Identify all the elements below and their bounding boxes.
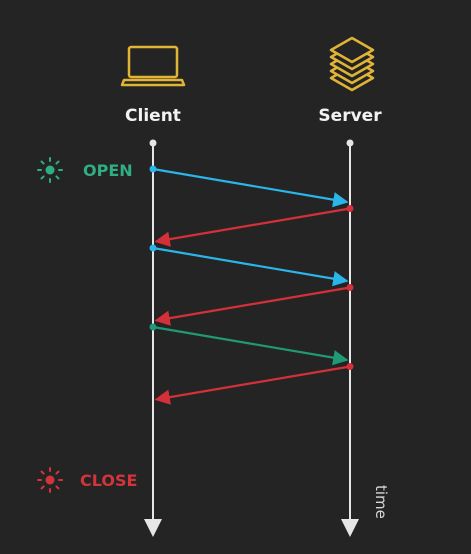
- client-lifeline: [144, 139, 162, 537]
- message-line: [152, 167, 349, 208]
- message-arrow-close_request: [149, 323, 349, 366]
- message-origin-dot: [149, 244, 157, 252]
- message-line: [152, 246, 349, 287]
- server-label: Server: [318, 106, 382, 126]
- message-origin-dot: [149, 165, 157, 173]
- message-origin-dot: [346, 284, 354, 291]
- close-event-label: CLOSE: [80, 471, 137, 490]
- message-arrow-request: [149, 165, 349, 208]
- open-event-label: OPEN: [83, 161, 133, 180]
- message-origin-dot: [149, 323, 157, 331]
- message-arrow-response: [154, 284, 354, 326]
- client-label: Client: [125, 106, 181, 126]
- message-arrow-response: [154, 205, 354, 247]
- database-stack-icon: [329, 36, 375, 92]
- laptop-icon: [120, 45, 186, 87]
- message-arrow-response: [154, 363, 354, 405]
- message-line: [154, 286, 351, 326]
- messages-group: [149, 165, 354, 405]
- server-lifeline: [341, 139, 359, 537]
- sun-icon: [37, 157, 63, 183]
- message-line: [154, 365, 351, 405]
- message-line: [152, 325, 349, 366]
- message-line: [154, 207, 351, 247]
- message-origin-dot: [346, 363, 354, 370]
- message-arrow-request: [149, 244, 349, 287]
- message-origin-dot: [346, 205, 354, 212]
- time-axis-label: time: [372, 485, 390, 519]
- sun-icon: [37, 467, 63, 493]
